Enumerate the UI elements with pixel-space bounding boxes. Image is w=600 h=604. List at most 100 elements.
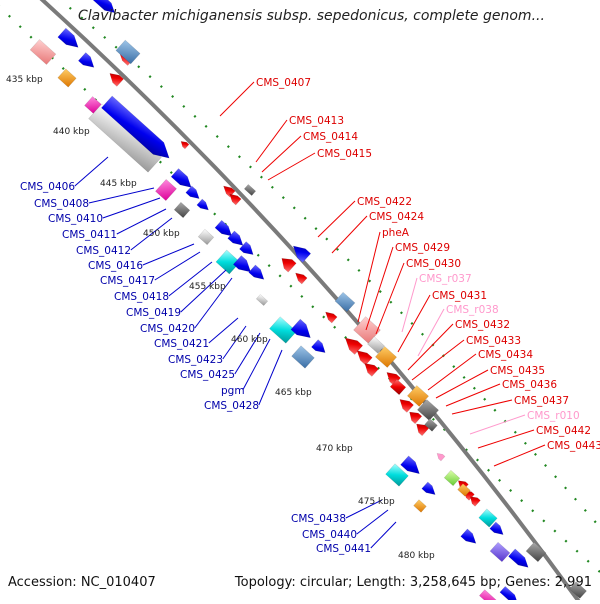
kbp-tick-label: 480 kbp bbox=[398, 551, 435, 561]
gene-feature bbox=[91, 0, 116, 14]
feature-label[interactable]: CMS_0416 bbox=[88, 260, 143, 272]
gene-feature bbox=[385, 463, 409, 487]
gene-feature bbox=[197, 228, 215, 246]
gene-feature bbox=[409, 411, 423, 425]
label-leader-line bbox=[451, 399, 513, 415]
map-title: Clavibacter michiganensis subsp. sepedon… bbox=[78, 8, 545, 24]
gene-feature bbox=[227, 230, 244, 246]
feature-label[interactable]: CMS_0436 bbox=[502, 379, 557, 391]
feature-label[interactable]: CMS_0438 bbox=[291, 513, 346, 525]
feature-label[interactable]: CMS_0410 bbox=[48, 213, 103, 225]
gene-feature bbox=[109, 72, 124, 87]
feature-label[interactable]: CMS_0443 bbox=[547, 440, 600, 452]
feature-label[interactable]: pgm bbox=[221, 385, 245, 397]
gene-feature bbox=[170, 168, 192, 188]
feature-label[interactable]: CMS_r037 bbox=[419, 273, 472, 285]
gene-feature bbox=[399, 398, 414, 413]
gene-feature bbox=[417, 399, 439, 421]
feature-label[interactable]: CMS_0411 bbox=[62, 229, 117, 241]
gene-feature bbox=[196, 198, 209, 211]
feature-label[interactable]: CMS_0431 bbox=[432, 290, 487, 302]
feature-label[interactable]: CMS_0442 bbox=[536, 425, 591, 437]
label-leader-line bbox=[417, 308, 445, 357]
gene-feature bbox=[229, 193, 242, 206]
feature-label[interactable]: CMS_0421 bbox=[154, 338, 209, 350]
accession-text: Accession: NC_010407 bbox=[8, 575, 156, 590]
label-leader-line bbox=[168, 261, 213, 297]
label-leader-line bbox=[88, 187, 155, 204]
label-leader-line bbox=[370, 521, 397, 549]
feature-label[interactable]: pheA bbox=[382, 227, 410, 239]
gene-feature bbox=[173, 201, 191, 219]
feature-label[interactable]: CMS_0422 bbox=[357, 196, 412, 208]
gene-feature bbox=[436, 453, 446, 462]
feature-label[interactable]: CMS_0437 bbox=[514, 395, 569, 407]
label-leader-line bbox=[345, 499, 383, 519]
feature-label[interactable]: CMS_0428 bbox=[204, 400, 259, 412]
feature-label[interactable]: CMS_0425 bbox=[180, 369, 235, 381]
feature-label[interactable]: CMS_0423 bbox=[168, 354, 223, 366]
gene-feature bbox=[185, 185, 200, 200]
label-leader-line bbox=[397, 294, 431, 353]
feature-label[interactable]: CMS_0420 bbox=[140, 323, 195, 335]
gene-feature bbox=[292, 245, 312, 263]
label-leader-line bbox=[258, 349, 283, 406]
gene-feature bbox=[457, 483, 471, 497]
feature-label[interactable]: CMS_0408 bbox=[34, 198, 89, 210]
feature-label[interactable]: CMS_0414 bbox=[303, 131, 358, 143]
gene-feature bbox=[281, 258, 297, 273]
label-leader-line bbox=[331, 215, 368, 254]
label-leader-line bbox=[255, 119, 288, 163]
gene-feature bbox=[243, 184, 257, 196]
label-leader-line bbox=[194, 277, 233, 329]
feature-label[interactable]: CMS_0412 bbox=[76, 245, 131, 257]
feature-label[interactable]: CMS_0430 bbox=[406, 258, 461, 270]
gene-feature bbox=[78, 52, 95, 68]
feature-label[interactable]: CMS_r010 bbox=[527, 410, 580, 422]
kbp-tick-label: 440 kbp bbox=[53, 127, 90, 137]
label-leader-line bbox=[242, 338, 271, 391]
label-leader-line bbox=[261, 135, 302, 173]
label-leader-line bbox=[435, 369, 489, 399]
feature-label[interactable]: CMS_0435 bbox=[490, 365, 545, 377]
label-leader-line bbox=[401, 277, 418, 333]
feature-label[interactable]: CMS_0424 bbox=[369, 211, 424, 223]
kbp-tick-label: 455 kbp bbox=[189, 282, 226, 292]
gene-feature bbox=[489, 541, 511, 563]
feature-label[interactable]: CMS_0415 bbox=[317, 148, 372, 160]
feature-label[interactable]: CMS_0418 bbox=[114, 291, 169, 303]
label-leader-line bbox=[74, 156, 109, 187]
feature-label[interactable]: CMS_0419 bbox=[126, 307, 181, 319]
label-leader-line bbox=[102, 197, 161, 219]
gene-feature bbox=[569, 581, 587, 599]
gene-feature bbox=[291, 345, 315, 369]
feature-label[interactable]: CMS_0432 bbox=[455, 319, 510, 331]
gene-feature bbox=[367, 336, 385, 354]
gene-feature bbox=[155, 179, 177, 201]
label-leader-line bbox=[407, 323, 454, 371]
feature-label[interactable]: CMS_0434 bbox=[478, 349, 533, 361]
gene-feature bbox=[356, 350, 373, 366]
label-leader-line bbox=[427, 353, 477, 391]
feature-label[interactable]: CMS_0441 bbox=[316, 543, 371, 555]
feature-label[interactable]: CMS_0429 bbox=[395, 242, 450, 254]
label-leader-line bbox=[222, 325, 247, 360]
feature-label[interactable]: CMS_0407 bbox=[256, 77, 311, 89]
label-leaders bbox=[74, 81, 546, 549]
gene-feature bbox=[389, 378, 407, 396]
gene-feature bbox=[57, 27, 79, 48]
feature-label[interactable]: CMS_0440 bbox=[302, 529, 357, 541]
kbp-tick-label: 460 kbp bbox=[231, 335, 268, 345]
feature-label[interactable]: CMS_0433 bbox=[466, 335, 521, 347]
gene-feature bbox=[248, 264, 265, 280]
kbp-tick-label: 450 kbp bbox=[143, 229, 180, 239]
feature-label[interactable]: CMS_0413 bbox=[289, 115, 344, 127]
feature-label[interactable]: CMS_0417 bbox=[100, 275, 155, 287]
genome-backbone bbox=[39, 0, 584, 604]
gene-feature bbox=[101, 95, 170, 159]
gene-feature bbox=[57, 68, 77, 88]
feature-label[interactable]: CMS_0406 bbox=[20, 181, 75, 193]
label-leader-line bbox=[116, 208, 167, 235]
feature-label[interactable]: CMS_r038 bbox=[446, 304, 499, 316]
